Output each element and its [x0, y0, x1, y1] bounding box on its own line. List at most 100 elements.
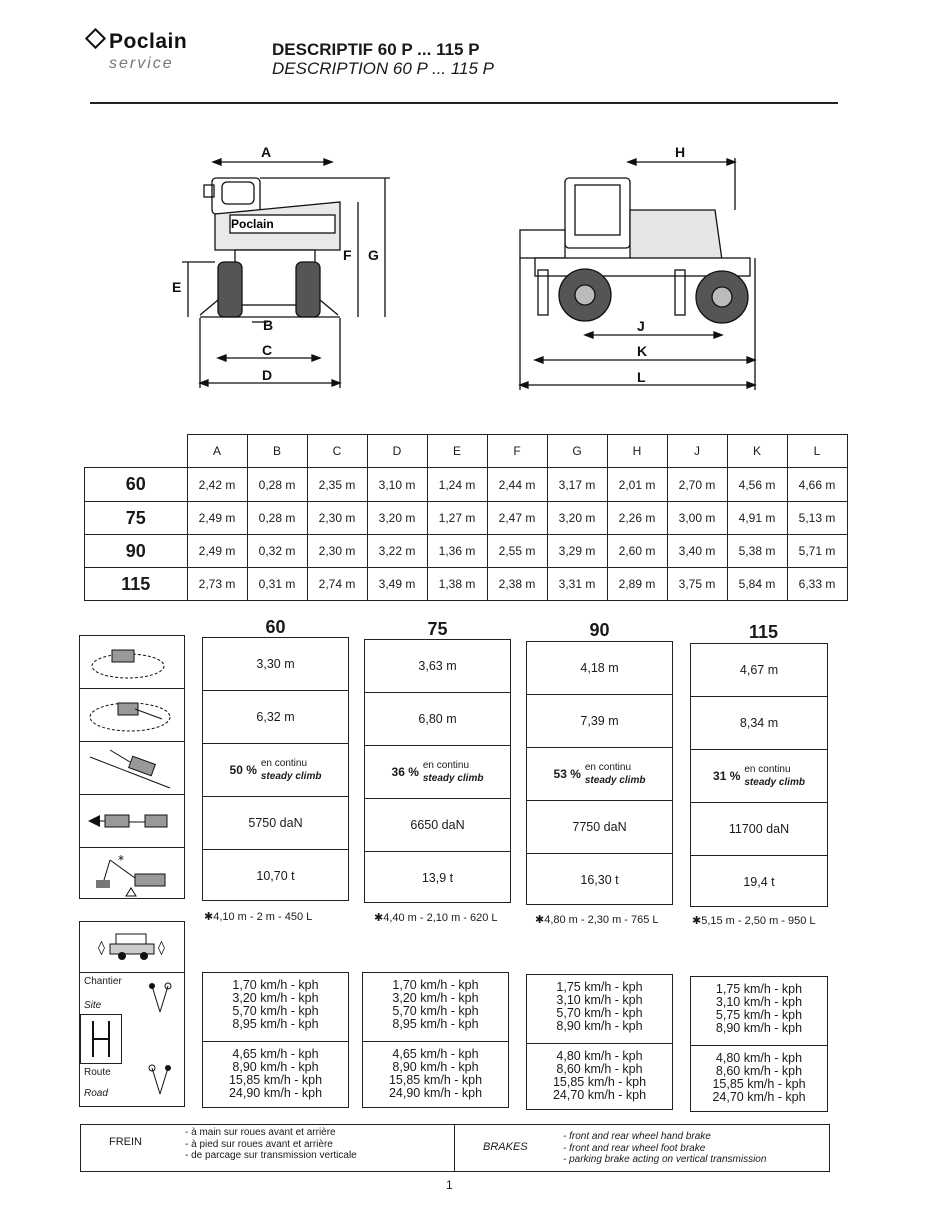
- speed-line: 5,70 km/h - kph: [556, 1006, 643, 1020]
- climb-percent: 36 %: [391, 765, 419, 779]
- table-cell: 2,49 m: [186, 534, 248, 568]
- speed-line: 8,60 km/h - kph: [556, 1062, 643, 1076]
- dim-label-d: D: [262, 367, 272, 383]
- lift-footnote-90: ✱4,80 m - 2,30 m - 765 L: [535, 914, 659, 926]
- site-speeds: 1,75 km/h - kph 3,10 km/h - kph 5,75 km/…: [691, 977, 827, 1045]
- dim-label-h: H: [675, 144, 685, 160]
- speed-line: 3,10 km/h - kph: [715, 995, 803, 1009]
- speed-line: 24,90 km/h - kph: [228, 1086, 323, 1100]
- dim-label-f: F: [343, 247, 352, 263]
- site-speeds: 1,75 km/h - kph 3,10 km/h - kph 5,70 km/…: [527, 975, 672, 1043]
- climb-cell: 36 %en continu steady climb: [365, 746, 510, 799]
- col-header-g: G: [546, 434, 608, 468]
- speed-line: 24,90 km/h - kph: [388, 1086, 483, 1100]
- table-cell: 5,71 m: [786, 534, 848, 568]
- title-french: DESCRIPTIF 60 P ... 115 P: [272, 40, 480, 59]
- spec-model-90-heading: 90: [589, 620, 610, 640]
- table-cell: 5,38 m: [726, 534, 788, 568]
- table-row: 75 2,49 m 0,28 m 2,30 m 3,20 m 1,27 m 2,…: [84, 501, 848, 535]
- table-cell: 2,44 m: [486, 467, 548, 502]
- table-cell: 2,01 m: [606, 467, 668, 502]
- climb-en: steady climb: [422, 773, 484, 784]
- dimensions-table: A B C D E F G H J K L 60 2,42 m 0,28 m 2…: [84, 434, 848, 601]
- brakes-label-fr: FREIN: [109, 1136, 142, 1148]
- site-speeds: 1,70 km/h - kph 3,20 km/h - kph 5,70 km/…: [363, 973, 508, 1041]
- brake-line: - à main sur roues avant et arrière: [185, 1127, 336, 1138]
- dim-label-e: E: [172, 279, 181, 295]
- climb-percent: 53 %: [553, 767, 581, 781]
- climb-fr: en continu: [422, 760, 470, 771]
- speed-line: 5,75 km/h - kph: [715, 1008, 803, 1022]
- dim-label-g: G: [368, 247, 379, 263]
- table-cell: 3,31 m: [546, 567, 608, 601]
- table-cell: 4,56 m: [726, 467, 788, 502]
- lift-value: 16,30 t: [580, 873, 619, 887]
- climb-text: en continu steady climb: [423, 759, 484, 785]
- table-cell: 2,60 m: [606, 534, 668, 568]
- dim-label-k: K: [637, 343, 647, 359]
- table-cell: 3,20 m: [366, 501, 428, 535]
- speed-column-115: 1,75 km/h - kph 3,10 km/h - kph 5,75 km/…: [690, 976, 828, 1112]
- speed-line: 8,90 km/h - kph: [232, 1060, 319, 1074]
- table-row: 60 2,42 m 0,28 m 2,35 m 3,10 m 1,24 m 2,…: [84, 467, 848, 502]
- table-cell: 0,31 m: [246, 567, 308, 601]
- road-speeds: 4,65 km/h - kph 8,90 km/h - kph 15,85 km…: [363, 1041, 508, 1108]
- title-english: DESCRIPTION 60 P ... 115 P: [272, 59, 495, 78]
- turn-radius-value: 3,63 m: [365, 640, 510, 693]
- site-speeds: 1,70 km/h - kph 3,20 km/h - kph 5,70 km/…: [203, 973, 348, 1041]
- brakes-lines-fr: - à main sur roues avant et arrière - à …: [185, 1127, 357, 1162]
- row-model: 60: [84, 467, 188, 502]
- traction-value: 11700 daN: [691, 803, 827, 856]
- dimensions-header-row: A B C D E F G H J K L: [85, 434, 848, 468]
- climb-en: steady climb: [260, 771, 322, 782]
- table-cell: 0,28 m: [246, 501, 308, 535]
- col-header-a: A: [186, 434, 248, 468]
- gear-site-en: Site: [84, 1000, 102, 1011]
- speed-line: 4,65 km/h - kph: [392, 1047, 479, 1061]
- road-gear-symbol-icon: [148, 1064, 171, 1095]
- table-cell: 5,84 m: [726, 567, 788, 601]
- climb-text: en continu steady climb: [744, 763, 805, 789]
- travel-speed-icon: ◊◊: [80, 922, 184, 973]
- travel-speed-icon-panel: ◊◊ Chantier Site Route Road: [79, 921, 185, 1107]
- table-cell: 1,24 m: [426, 467, 488, 502]
- diamond-logo-icon: [84, 27, 107, 50]
- table-cell: 2,49 m: [186, 501, 248, 535]
- speed-line: 15,85 km/h - kph: [388, 1073, 483, 1087]
- speed-line: 1,75 km/h - kph: [715, 982, 803, 996]
- speed-line: 24,70 km/h - kph: [712, 1090, 806, 1104]
- col-header-b: B: [246, 434, 308, 468]
- brake-line: - à pied sur roues avant et arrière: [185, 1138, 333, 1150]
- col-header-l: L: [786, 434, 848, 468]
- dim-label-j: J: [637, 318, 645, 334]
- brake-line: - front and rear wheel hand brake: [563, 1131, 711, 1142]
- swing-radius-value: 6,80 m: [365, 693, 510, 746]
- traction-value: 6650 daN: [365, 799, 510, 852]
- traction-value: 7750 daN: [527, 801, 672, 854]
- speed-line: 8,95 km/h - kph: [232, 1017, 319, 1031]
- table-cell: 3,49 m: [366, 567, 428, 601]
- spec-model-115-heading: 115: [748, 622, 779, 642]
- swing-circle-icon: [80, 689, 184, 742]
- speed-column-60: 1,70 km/h - kph 3,20 km/h - kph 5,70 km/…: [202, 972, 349, 1108]
- speed-line: 4,80 km/h - kph: [715, 1051, 803, 1065]
- speed-line: 15,85 km/h - kph: [228, 1073, 323, 1087]
- speed-line: 8,90 km/h - kph: [715, 1021, 803, 1035]
- table-cell: 6,33 m: [786, 567, 848, 601]
- table-cell: 3,00 m: [666, 501, 728, 535]
- table-row: 115 2,73 m 0,31 m 2,74 m 3,49 m 1,38 m 2…: [84, 567, 848, 601]
- climb-fr: en continu: [744, 764, 791, 775]
- speed-line: 3,20 km/h - kph: [392, 991, 479, 1005]
- drawbar-pull-icon: [80, 795, 184, 848]
- svg-text:◊: ◊: [98, 940, 105, 956]
- speed-line: 5,70 km/h - kph: [232, 1004, 319, 1018]
- road-speeds: 4,80 km/h - kph 8,60 km/h - kph 15,85 km…: [691, 1045, 827, 1112]
- table-cell: 2,42 m: [186, 467, 248, 502]
- col-header-f: F: [486, 434, 548, 468]
- climb-en: steady climb: [744, 777, 805, 788]
- site-gear-symbol-icon: [149, 982, 172, 1013]
- table-cell: 3,40 m: [666, 534, 728, 568]
- table-cell: 2,47 m: [486, 501, 548, 535]
